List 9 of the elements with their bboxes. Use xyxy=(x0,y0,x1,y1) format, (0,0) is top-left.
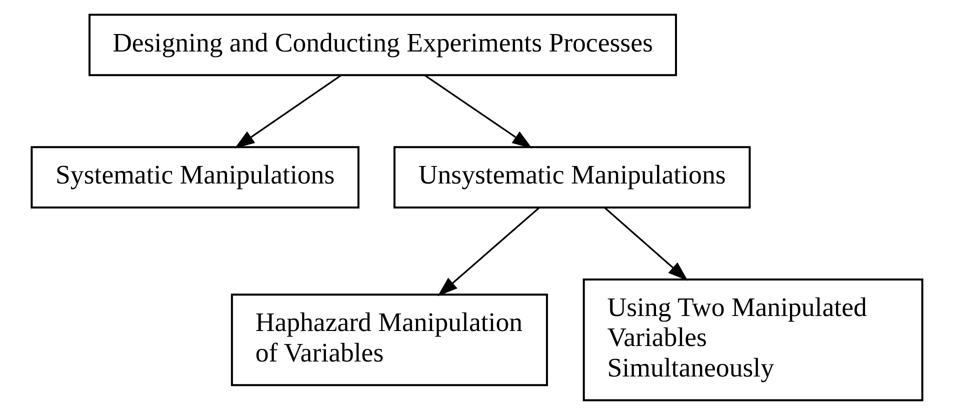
arrow xyxy=(437,207,540,296)
arrow xyxy=(604,207,688,281)
arrow xyxy=(424,74,532,149)
node-box: Using Two Manipulated Variables Simultaneously xyxy=(582,278,923,402)
node-box: Systematic Manipulations xyxy=(30,146,359,208)
node-box: Haphazard Manipulation of Variables xyxy=(230,294,548,386)
node-box: Designing and Conducting Experiments Processes xyxy=(88,14,676,76)
node-box: Unsystematic Manipulations xyxy=(392,146,750,208)
arrow xyxy=(234,74,342,149)
